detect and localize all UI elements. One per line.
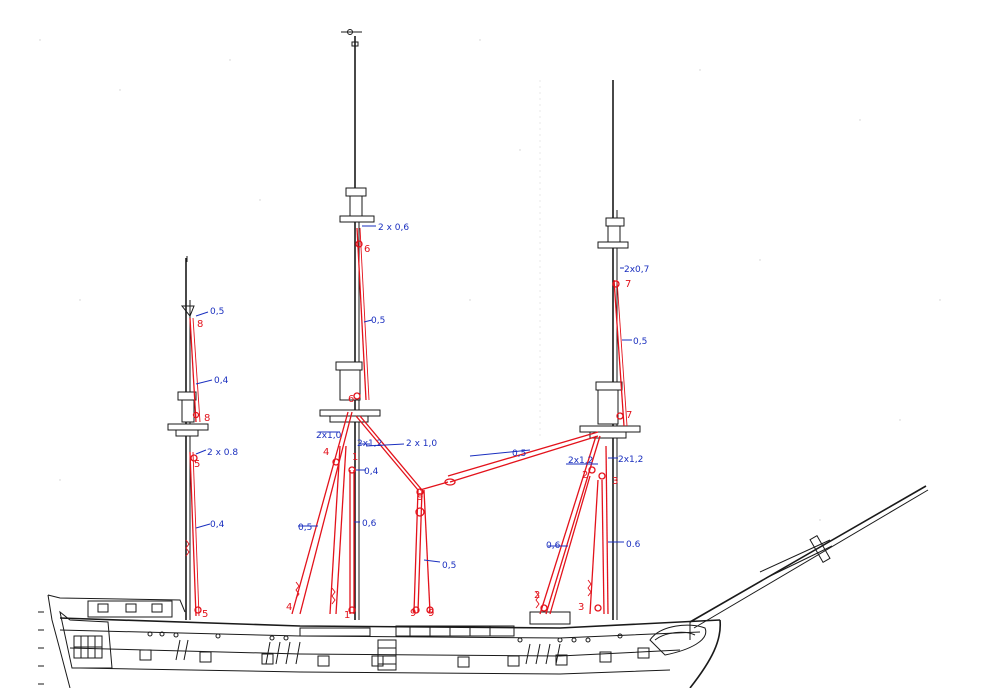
rig-line-6 [356, 227, 367, 401]
rail-line [59, 629, 701, 639]
wale-line [69, 647, 681, 657]
line-number: 1 [352, 452, 358, 463]
bow-detail [654, 631, 696, 641]
line-number: 1 [344, 610, 350, 621]
size-label: 2 x 0.8 [207, 448, 238, 458]
rig-line-4 [291, 411, 349, 615]
stem-outline [689, 619, 722, 688]
stern-gallery [59, 610, 113, 669]
size-label: 0,5 [371, 316, 385, 326]
line-numbers: 8 8 5 5 6 6 4 1 4 1 9 9 9 7 7 2 3 2 3 [194, 244, 632, 621]
size-label: 0,4 [364, 467, 379, 477]
stern-rail [47, 594, 186, 613]
stern-window [151, 603, 163, 613]
bowsprit [689, 485, 929, 640]
size-label: 2 x 0,6 [378, 223, 409, 233]
line-number: 8 [197, 319, 203, 330]
rig-line-8 [189, 317, 197, 423]
size-label: 0,5 [512, 449, 526, 459]
stern-cabin [87, 600, 173, 618]
size-label: 0,4 [210, 520, 225, 530]
stern-window [125, 603, 137, 613]
scale-ticks [38, 611, 44, 685]
line-number: 6 [348, 394, 354, 405]
size-label: 0,5 [442, 561, 456, 571]
gunwale-line [59, 617, 721, 629]
chain-plates [175, 639, 561, 665]
size-label: 0,5 [298, 523, 312, 533]
deck-fittings [147, 611, 623, 671]
rigging-lines [185, 227, 628, 617]
line-number: 3 [578, 602, 584, 613]
size-label: 0,6 [546, 541, 561, 551]
line-number: 5 [202, 609, 208, 620]
rig-line-2 [539, 435, 597, 615]
rig-line-3 [589, 479, 599, 615]
size-label: 2 x 1,0 [406, 439, 437, 449]
size-label: 0,5 [210, 307, 224, 317]
line-number: 2 [534, 590, 540, 601]
rig-line-5 [189, 451, 197, 617]
line-number: 7 [626, 410, 632, 421]
line-number: 9 [410, 608, 416, 619]
fore-mast [579, 80, 641, 620]
size-label: 2x0,7 [624, 265, 649, 275]
rig-line-9 [355, 415, 419, 491]
line-number: 3 [612, 476, 618, 487]
mizzen-mast [167, 256, 209, 620]
line-number: 4 [323, 447, 329, 458]
size-label: 2x1,2 [618, 455, 643, 465]
paper-texture [39, 39, 941, 521]
stern-window [97, 603, 109, 613]
stern-outline [47, 594, 71, 688]
lower-wale-line [79, 667, 671, 675]
rig-line-7 [613, 279, 625, 427]
size-label: 0.6 [626, 540, 641, 550]
line-number: 4 [286, 602, 292, 613]
line-number: 6 [364, 244, 370, 255]
figurehead-scroll [649, 624, 707, 656]
line-number: 8 [204, 413, 210, 424]
line-number: 9 [417, 492, 423, 503]
size-label: 2x1,0 [316, 431, 342, 441]
size-label: 0,5 [633, 337, 647, 347]
line-number: 5 [194, 459, 200, 470]
leader-lines [195, 225, 632, 563]
size-label: 0,4 [214, 376, 229, 386]
line-number: 2 [582, 470, 588, 481]
size-label: 0,6 [362, 519, 377, 529]
hull [38, 594, 722, 688]
line-number: 7 [625, 279, 631, 290]
gunport-row [139, 647, 650, 668]
size-label: 2x1,2 [357, 439, 382, 449]
line-number: 9 [428, 608, 434, 619]
size-labels: 0,5 0,4 2 x 0.8 0,4 2 x 0,6 0,5 2x1,0 2x… [207, 223, 649, 571]
size-label: 2x1,2 [568, 456, 593, 466]
